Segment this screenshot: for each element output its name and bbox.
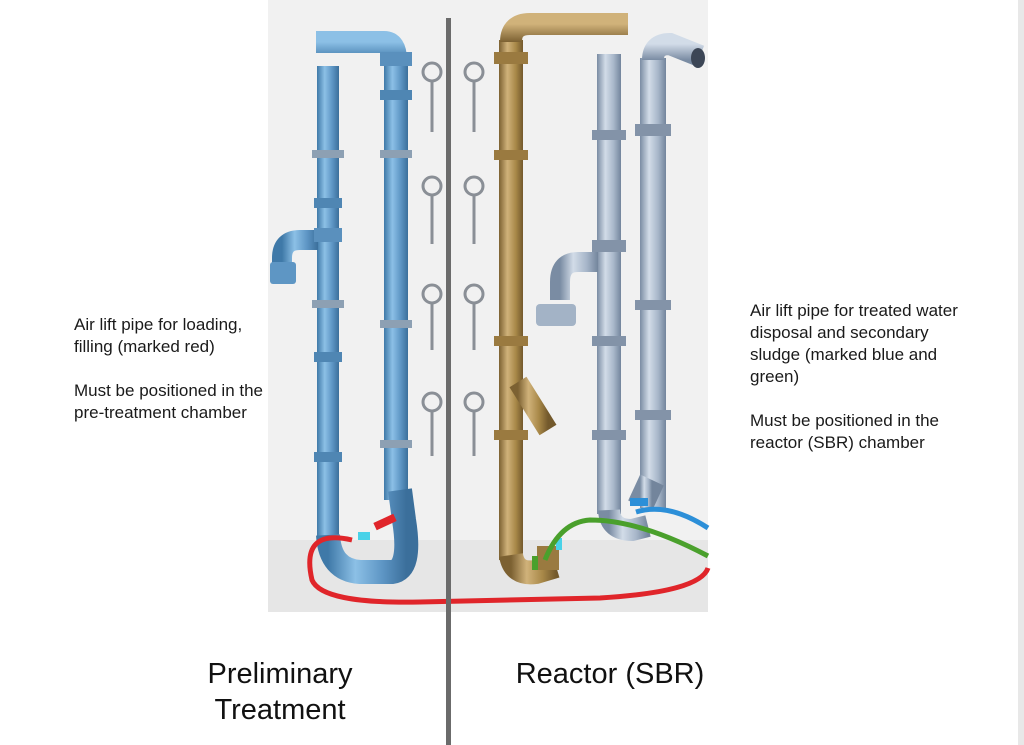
red-marker [373, 513, 397, 531]
reactor-sbr-label: Reactor (SBR) [515, 658, 705, 690]
pipe-clamp-hangers [421, 61, 485, 456]
blue-air-hose [635, 506, 710, 531]
pretreatment-caption: Air lift pipe for loading, filling (mark… [74, 314, 264, 424]
reactor-caption: Air lift pipe for treated water disposal… [750, 300, 980, 454]
preliminary-treatment-label: Preliminary Treatment [207, 658, 353, 726]
divider-line [446, 18, 451, 745]
red-air-hose [307, 535, 711, 605]
green-air-hose [542, 517, 710, 561]
grey-pipe-middle [597, 54, 621, 514]
brown-pipe [499, 40, 523, 560]
reactor-pipe-assembly [494, 12, 705, 585]
blue-pipe-right [384, 60, 408, 500]
page-edge [1018, 0, 1024, 745]
pretreatment-pipe-assembly [270, 31, 419, 584]
pretreatment-caption-position: Must be positioned in the pre-treatment … [74, 381, 264, 422]
reactor-caption-description: Air lift pipe for treated water disposal… [750, 301, 958, 386]
reactor-caption-position: Must be positioned in the reactor (SBR) … [750, 411, 940, 452]
pretreatment-caption-description: Air lift pipe for loading, filling (mark… [74, 315, 243, 356]
